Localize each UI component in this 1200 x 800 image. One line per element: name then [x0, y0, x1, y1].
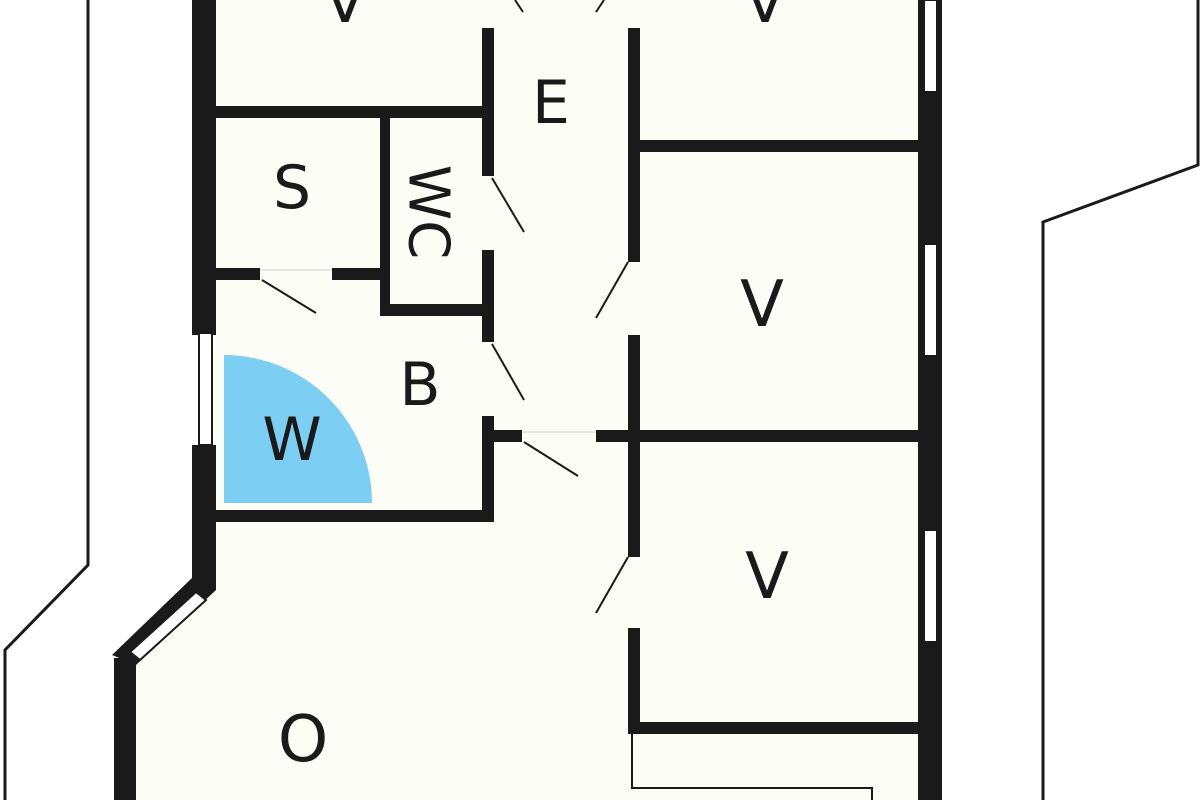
- wall-corridor-bottom-stub: [494, 430, 522, 442]
- room-label-wardrobe: W: [262, 405, 321, 475]
- diagonal-window: [128, 590, 208, 662]
- room-label-storage: S: [273, 153, 311, 223]
- wall-corridor-right-3: [628, 628, 640, 734]
- door-bedroom-mid: [595, 261, 629, 319]
- lower-left-exterior-wall: [114, 658, 136, 800]
- room-label-toilet: WC: [396, 165, 461, 259]
- wall-bedroom-divider-2: [596, 430, 928, 442]
- wall-corridor-left-3: [482, 416, 494, 522]
- door-wc: [491, 177, 525, 233]
- right-exterior-wall: [918, 0, 942, 800]
- right-window-3: [923, 529, 938, 643]
- wall-storage-bottom-right: [332, 268, 387, 280]
- door-top-2: [595, 0, 605, 13]
- left-window: [198, 332, 213, 446]
- wall-storage-bottom-left: [210, 268, 260, 280]
- wall-bath-bottom: [210, 510, 494, 522]
- building-floor: [118, 0, 940, 800]
- wall-bedroom-divider-1: [628, 140, 928, 152]
- room-label-bath: B: [399, 350, 440, 420]
- room-label-bedroom-low: V: [745, 540, 789, 614]
- wall-bedroom-bottom: [628, 722, 928, 734]
- right-window-2: [923, 243, 938, 357]
- room-label-entry: E: [532, 68, 570, 138]
- right-terrain-outline: [1041, 0, 1200, 800]
- left-exterior-wall: [192, 0, 216, 335]
- bottom-stair-outline: [631, 734, 873, 800]
- door-bath: [491, 343, 525, 401]
- door-bedroom-low: [595, 556, 629, 614]
- room-label-top-right-v: V: [744, 0, 785, 37]
- wall-storage-wc: [380, 118, 390, 314]
- door-top-1: [514, 0, 524, 13]
- room-label-top-left-v: V: [324, 0, 365, 37]
- wall-corridor-right-2: [628, 335, 640, 557]
- wall-wc-bottom: [380, 304, 492, 316]
- room-label-bedroom-mid: V: [740, 268, 784, 342]
- room-label-living: O: [278, 703, 328, 777]
- left-terrain-outline: [3, 0, 90, 800]
- wall-corridor-left-2: [482, 250, 494, 342]
- wall-top-left-room-bottom: [210, 106, 492, 118]
- wall-corridor-left-1: [482, 28, 494, 176]
- door-corridor-bottom: [523, 441, 579, 477]
- right-window-1: [923, 0, 938, 93]
- wardrobe-shape: [224, 355, 372, 503]
- door-storage: [261, 279, 317, 314]
